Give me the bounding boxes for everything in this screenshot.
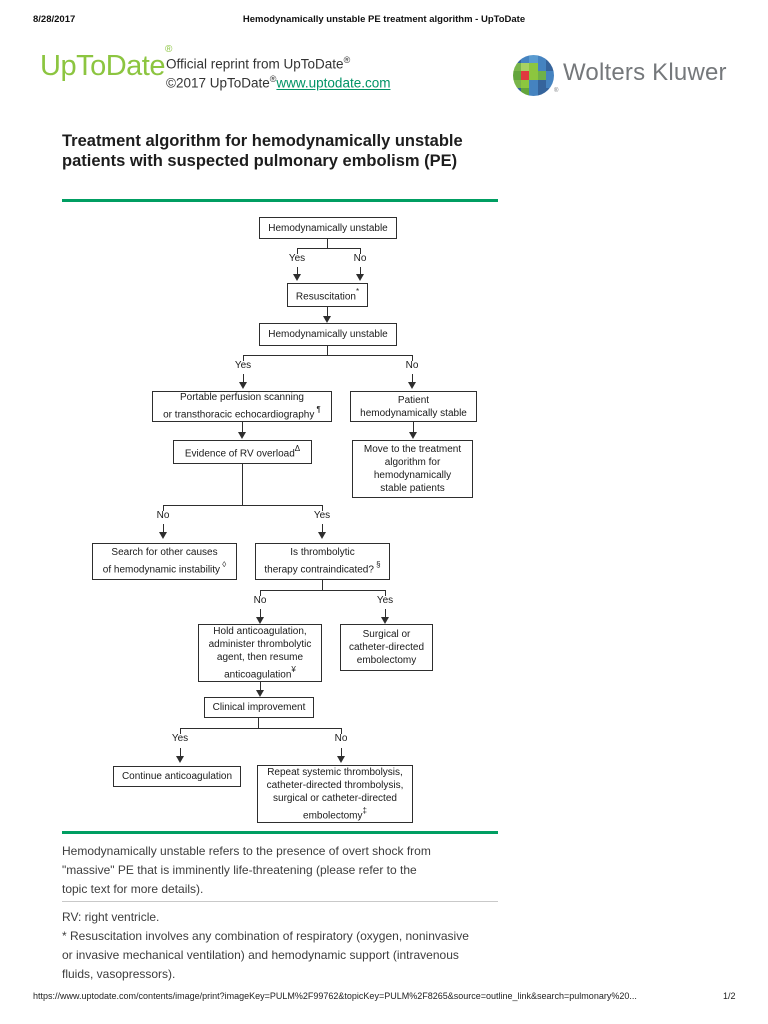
connector-line <box>260 590 385 591</box>
connector-line <box>297 248 298 254</box>
connector-line <box>258 718 259 728</box>
connector-line <box>385 590 386 596</box>
arrowhead-icon <box>256 617 264 624</box>
document-title: Treatment algorithm for hemodynamically … <box>62 132 463 170</box>
flow-box-patient-stable: Patient hemodynamically stable <box>350 391 477 422</box>
arrowhead-icon <box>323 316 331 323</box>
arrowhead-icon <box>408 382 416 389</box>
flow-box-portable-perfusion: Portable perfusion scanning or transthor… <box>152 391 332 422</box>
divider <box>62 901 498 902</box>
footnote-rv: RV: right ventricle. <box>62 910 160 924</box>
flow-box-thrombolytic-contraindicated: Is thrombolytic therapy contraindicated?… <box>255 543 390 580</box>
uptodate-link[interactable]: www.uptodate.com <box>276 75 391 91</box>
arrowhead-icon <box>356 274 364 281</box>
connector-line <box>243 374 244 382</box>
branch-label-no: No <box>253 595 267 606</box>
connector-line <box>180 728 181 734</box>
connector-line <box>360 248 361 254</box>
wolters-kluwer-wordmark: Wolters Kluwer <box>563 59 727 86</box>
connector-line <box>385 609 386 617</box>
wolters-kluwer-globe-icon <box>513 55 554 96</box>
arrowhead-icon <box>256 690 264 697</box>
arrowhead-icon <box>238 432 246 439</box>
flow-box-continue-anticoagulation: Continue anticoagulation <box>113 766 241 787</box>
print-page-title: Hemodynamically unstable PE treatment al… <box>242 14 526 25</box>
flow-box-hold-anticoagulation: Hold anticoagulation, administer thrombo… <box>198 624 322 682</box>
branch-label-yes: Yes <box>234 360 252 371</box>
branch-label-yes: Yes <box>313 510 331 521</box>
flow-box-clinical-improvement: Clinical improvement <box>204 697 314 718</box>
connector-line <box>322 524 323 532</box>
branch-label-no: No <box>156 510 170 521</box>
connector-line <box>243 355 244 361</box>
connector-line <box>327 239 328 248</box>
flow-box-rv-overload: Evidence of RV overloadΔ <box>173 440 312 464</box>
connector-line <box>327 346 328 355</box>
connector-line <box>260 609 261 617</box>
arrowhead-icon <box>176 756 184 763</box>
connector-line <box>341 728 342 734</box>
connector-line <box>260 590 261 596</box>
flow-box-hemodynamically-unstable-1: Hemodynamically unstable <box>259 217 397 239</box>
connector-line <box>163 524 164 532</box>
branch-label-no: No <box>334 733 348 744</box>
reprint-line-2: ©2017 UpToDate®www.uptodate.com <box>166 74 391 91</box>
connector-line <box>242 464 243 505</box>
branch-label-yes: Yes <box>376 595 394 606</box>
reprint-line-1: Official reprint from UpToDate® <box>166 55 351 72</box>
connector-line <box>243 355 413 356</box>
connector-line <box>413 422 414 432</box>
branch-label-yes: Yes <box>171 733 189 744</box>
print-footer-url: https://www.uptodate.com/contents/image/… <box>33 991 637 1001</box>
uptodate-logo: UpToDate® <box>40 44 172 82</box>
arrowhead-icon <box>293 274 301 281</box>
arrowhead-icon <box>239 382 247 389</box>
flow-box-search-other-causes: Search for other causes of hemodynamic i… <box>92 543 237 580</box>
flow-box-move-to-stable-algorithm: Move to the treatment algorithm for hemo… <box>352 440 473 498</box>
connector-line <box>412 355 413 361</box>
connector-line <box>180 728 341 729</box>
arrowhead-icon <box>409 432 417 439</box>
connector-line <box>322 580 323 590</box>
branch-label-no: No <box>353 253 367 264</box>
arrowhead-icon <box>337 756 345 763</box>
connector-line <box>360 267 361 274</box>
connector-line <box>327 307 328 316</box>
connector-line <box>180 748 181 756</box>
arrowhead-icon <box>318 532 326 539</box>
branch-label-no: No <box>405 360 419 371</box>
connector-line <box>242 422 243 432</box>
flow-box-hemodynamically-unstable-2: Hemodynamically unstable <box>259 323 397 346</box>
connector-line <box>163 505 322 506</box>
registered-icon: ® <box>554 88 559 94</box>
connector-line <box>322 505 323 511</box>
registered-icon: ® <box>164 44 172 56</box>
connector-line <box>260 682 261 690</box>
print-footer-page-number: 1/2 <box>723 991 736 1001</box>
connector-line <box>412 374 413 382</box>
flow-box-surgical-embolectomy: Surgical or catheter-directed embolectom… <box>340 624 433 671</box>
connector-line <box>163 505 164 511</box>
green-rule-bottom <box>62 831 498 834</box>
connector-line <box>341 748 342 756</box>
arrowhead-icon <box>381 617 389 624</box>
footnote-paragraph: Hemodynamically unstable refers to the p… <box>62 844 431 896</box>
connector-line <box>297 267 298 274</box>
print-date: 8/28/2017 <box>33 14 76 25</box>
arrowhead-icon <box>159 532 167 539</box>
flow-box-resuscitation: Resuscitation* <box>287 283 368 307</box>
footnote-resuscitation: * Resuscitation involves any combination… <box>62 929 469 981</box>
flow-box-repeat-thrombolysis: Repeat systemic thrombolysis, catheter-d… <box>257 765 413 823</box>
branch-label-yes: Yes <box>288 253 306 264</box>
connector-line <box>297 248 361 249</box>
green-rule-top <box>62 199 498 202</box>
